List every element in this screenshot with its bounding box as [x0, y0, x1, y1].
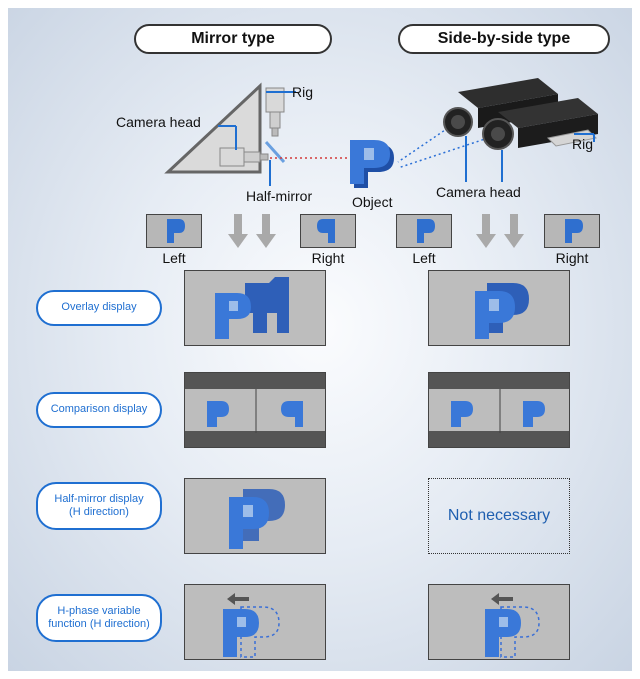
down-arrows-icon [228, 214, 276, 248]
rig-label-left: Rig [292, 84, 314, 100]
mirror-h-phase-screen [184, 584, 326, 660]
mirror-comparison-screen [184, 372, 326, 448]
rig-label-right: Rig [572, 136, 594, 152]
half-mirror-label: Half-mirror [246, 188, 313, 204]
not-necessary-box: Not necessary [428, 478, 570, 554]
mirror-left-label: Left [162, 250, 186, 266]
overlay-display-label: Overlay display [36, 290, 162, 326]
half-mirror-display-label: Half-mirror display (H direction) [36, 482, 162, 530]
object-label: Object [352, 194, 393, 210]
side-right-thumbnail [544, 214, 600, 248]
stereo-rig-diagram: Mirror type Side-by-side type Rig Camera… [8, 8, 632, 671]
side-by-side-rig-illustration [397, 78, 598, 182]
mirror-right-thumbnail [300, 214, 356, 248]
mirror-overlay-screen [184, 270, 326, 346]
object-p-shape [350, 140, 394, 188]
mirror-type-header: Mirror type [134, 24, 332, 54]
side-right-label: Right [555, 250, 589, 266]
mirror-left-thumbnail [146, 214, 202, 248]
side-by-side-type-header: Side-by-side type [398, 24, 610, 54]
side-overlay-screen [428, 270, 570, 346]
camera-head-label-left: Camera head [116, 114, 201, 130]
camera-head-label-right: Camera head [436, 184, 521, 200]
h-phase-variable-function-label: H-phase variable function (H direction) [36, 594, 162, 642]
side-h-phase-screen [428, 584, 570, 660]
side-left-thumbnail [396, 214, 452, 248]
side-comparison-screen [428, 372, 570, 448]
down-arrows-icon [476, 214, 524, 248]
mirror-rig-illustration [164, 82, 358, 186]
side-left-label: Left [412, 250, 436, 266]
comparison-display-label: Comparison display [36, 392, 162, 428]
mirror-half-mirror-screen [184, 478, 326, 554]
mirror-right-label: Right [311, 250, 345, 266]
